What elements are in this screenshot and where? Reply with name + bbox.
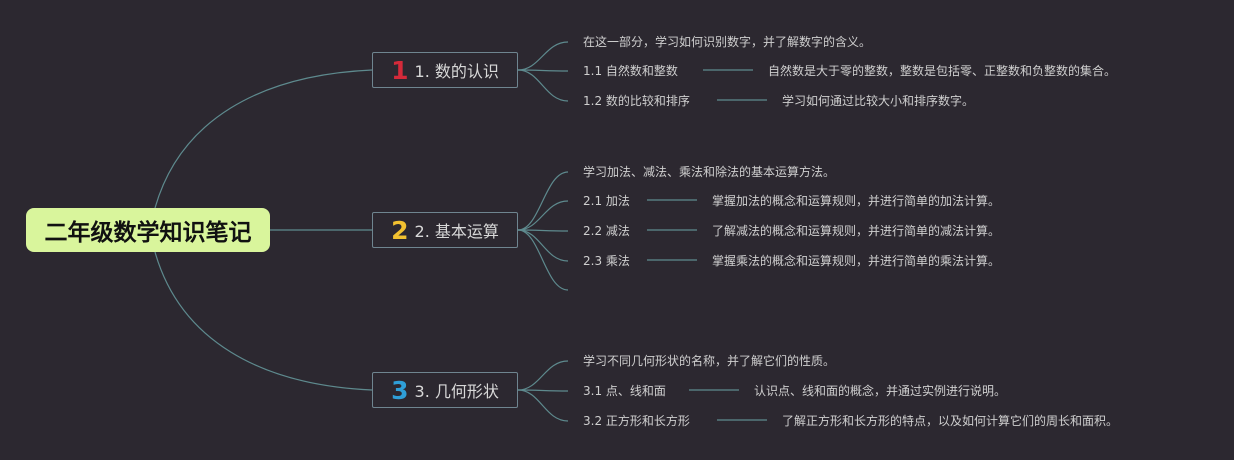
link-b3-item-2	[517, 389, 569, 422]
link-root-branch-1	[154, 69, 373, 209]
branch-1-item-2-desc: 学习如何通过比较大小和排序数字。	[782, 94, 975, 108]
branch-2[interactable]: 2 2. 基本运算	[372, 212, 518, 248]
link-b3-intro	[517, 360, 569, 391]
branch-1[interactable]: 1 1. 数的认识	[372, 52, 518, 88]
branch-2-item-1-label: 2.1 加法	[583, 194, 630, 208]
branch-3-item-2-label: 3.2 正方形和长方形	[583, 414, 690, 428]
branch-2-item-2-desc: 了解减法的概念和运算规则，并进行简单的减法计算。	[712, 224, 1001, 238]
number-3-icon: 3	[391, 375, 409, 405]
branch-2-item-1-desc: 掌握加法的概念和运算规则，并进行简单的加法计算。	[712, 194, 1001, 208]
link-b2-intro	[517, 171, 569, 231]
branch-1-item-1-desc: 自然数是大于零的整数，整数是包括零、正整数和负整数的集合。	[768, 64, 1117, 78]
branch-2-item-2-label: 2.2 减法	[583, 224, 630, 238]
branch-3-intro: 学习不同几何形状的名称，并了解它们的性质。	[583, 354, 836, 368]
number-1-icon: 1	[391, 55, 409, 85]
link-b2-item-3	[517, 229, 569, 262]
branch-1-item-2-label: 1.2 数的比较和排序	[583, 94, 690, 108]
branch-3-item-1-label: 3.1 点、线和面	[583, 384, 666, 398]
branch-2-intro: 学习加法、减法、乘法和除法的基本运算方法。	[583, 165, 836, 179]
branch-3[interactable]: 3 3. 几何形状	[372, 372, 518, 408]
branch-3-item-2-desc: 了解正方形和长方形的特点，以及如何计算它们的周长和面积。	[782, 414, 1119, 428]
link-b2-item-1	[517, 200, 569, 231]
number-2-icon: 2	[391, 215, 409, 245]
branch-2-item-3-desc: 掌握乘法的概念和运算规则，并进行简单的乘法计算。	[712, 254, 1001, 268]
branch-3-label: 3. 几何形状	[414, 382, 499, 401]
branch-3-item-1-desc: 认识点、线和面的概念，并通过实例进行说明。	[754, 384, 1007, 398]
root-topic[interactable]: 二年级数学知识笔记	[26, 208, 270, 252]
link-b1-intro	[517, 41, 569, 71]
branch-1-item-1-label: 1.1 自然数和整数	[583, 64, 678, 78]
branch-2-label: 2. 基本运算	[414, 222, 499, 241]
link-root-branch-3	[154, 251, 373, 391]
branch-2-item-3-label: 2.3 乘法	[583, 254, 630, 268]
root-title: 二年级数学知识笔记	[44, 220, 252, 246]
link-b2-item-4	[517, 229, 569, 291]
branch-1-intro: 在这一部分，学习如何识别数字，并了解数字的含义。	[583, 35, 872, 49]
branch-1-label: 1. 数的认识	[414, 62, 499, 81]
link-b1-item-2	[517, 69, 569, 102]
